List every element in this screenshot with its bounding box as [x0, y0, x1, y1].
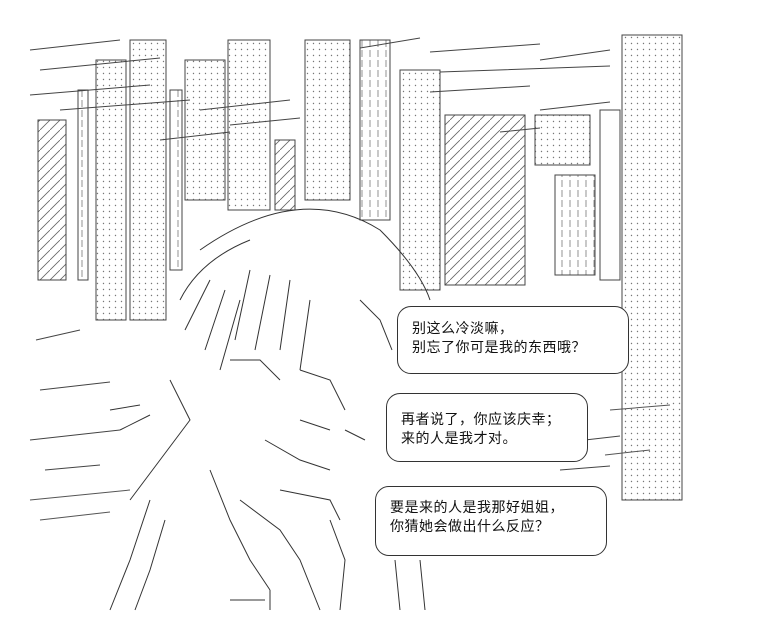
left-buildings — [29, 39, 351, 471]
bubble-2-line-1: 再者说了，你应该庆幸； — [401, 412, 561, 428]
ground-lines — [29, 404, 671, 521]
bubble-2-line-2: 来的人是我才对。 — [401, 431, 517, 447]
bubble-3-line-2: 你猜她会做出什么反应？ — [390, 519, 550, 535]
speech-bubble-3: 要是来的人是我那好姐姐， 你猜她会做出什么反应？ — [375, 486, 607, 556]
right-buildings — [359, 34, 683, 501]
bubble-1-line-2: 别忘了你可是我的东西哦？ — [412, 340, 586, 356]
speech-bubble-2: 再者说了，你应该庆幸； 来的人是我才对。 — [386, 393, 588, 462]
bubble-1-line-1: 别这么冷淡嘛， — [412, 321, 514, 337]
figure-silhouette — [109, 208, 431, 611]
bubble-3-line-1: 要是来的人是我那好姐姐， — [390, 500, 564, 516]
speech-bubble-1: 别这么冷淡嘛， 别忘了你可是我的东西哦？ — [397, 306, 629, 374]
